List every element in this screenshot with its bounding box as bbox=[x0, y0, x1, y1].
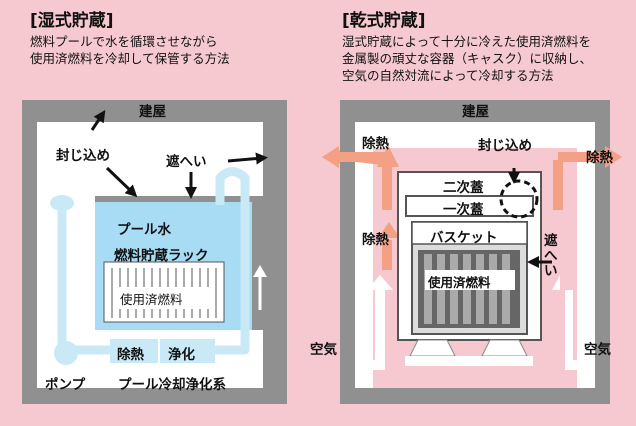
wet-title: [湿式貯蔵] bbox=[30, 11, 114, 31]
heat-arrows bbox=[322, 145, 622, 270]
dry-desc-line2: 金属製の頑丈な容器（キャスク）に収納し、 bbox=[342, 51, 593, 66]
purification-label: 浄化 bbox=[168, 347, 195, 363]
dry-seal-label: 封じ込め bbox=[478, 138, 532, 154]
dry-shield-label: 遮へい bbox=[544, 233, 558, 279]
dry-description: 湿式貯蔵によって十分に冷えた使用済燃料を 金属製の頑丈な容器（キャスク）に収納し… bbox=[342, 33, 592, 84]
wet-arrows bbox=[90, 110, 268, 199]
wet-shield-label: 遮へい bbox=[166, 154, 207, 170]
pump-label: ポンプ bbox=[45, 377, 86, 393]
fuel-rack bbox=[103, 261, 225, 323]
dry-title: [乾式貯蔵] bbox=[342, 11, 426, 31]
dry-desc-line3: 空気の自然対流によって冷却する方法 bbox=[342, 68, 554, 83]
dry-spent-fuel-label: 使用済燃料 bbox=[428, 275, 491, 290]
dry-heat-right-label: 除熱 bbox=[586, 150, 613, 166]
dry-building-label: 建屋 bbox=[462, 104, 489, 120]
primary-lid-label: 一次蓋 bbox=[443, 202, 484, 218]
dry-arrows bbox=[508, 168, 552, 268]
wet-desc-line1: 燃料プールで水を循環させながら bbox=[30, 34, 218, 49]
wet-heat-removal-label: 除熱 bbox=[117, 347, 144, 363]
heat-exchanger-box bbox=[110, 339, 158, 363]
air-right-label: 空気 bbox=[584, 342, 611, 358]
wet-description: 燃料プールで水を循環させながら 使用済燃料を冷却して保管する方法 bbox=[30, 33, 230, 67]
cask bbox=[397, 171, 542, 366]
purifier-box bbox=[160, 339, 215, 363]
pipe-inlet bbox=[50, 195, 74, 211]
wet-up-arrow bbox=[253, 265, 267, 310]
wet-seal-label: 封じ込め bbox=[56, 148, 110, 164]
rack-label: 燃料貯蔵ラック bbox=[114, 248, 209, 264]
dry-heat-mid-label: 除熱 bbox=[362, 232, 389, 248]
secondary-lid-label: 二次蓋 bbox=[443, 180, 484, 196]
pool-water-label: プール水 bbox=[117, 222, 171, 238]
dry-heat-left-label: 除熱 bbox=[362, 136, 389, 152]
dry-desc-line1: 湿式貯蔵によって十分に冷えた使用済燃料を bbox=[342, 34, 592, 49]
wet-spent-fuel-label: 使用済燃料 bbox=[120, 292, 183, 307]
air-left-label: 空気 bbox=[310, 342, 337, 358]
pump-icon bbox=[54, 341, 78, 365]
wet-building-label: 建屋 bbox=[139, 104, 166, 120]
wet-desc-line2: 使用済燃料を冷却して保管する方法 bbox=[30, 51, 230, 66]
cooling-system-label: プール冷却浄化系 bbox=[118, 377, 226, 393]
air-arrows bbox=[358, 275, 590, 370]
basket-label: バスケット bbox=[430, 230, 498, 246]
